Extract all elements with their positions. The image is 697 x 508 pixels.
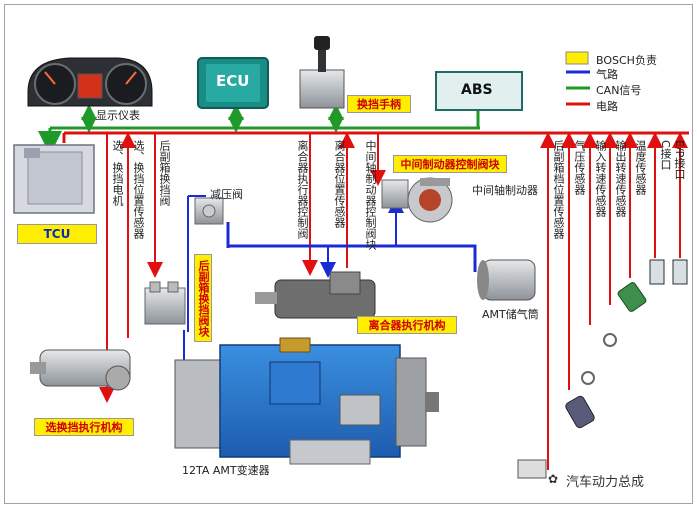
instrument-cluster: [27, 57, 153, 107]
rear-range-valve-block-label: 后副箱换挡阀块: [194, 254, 212, 342]
watermark-text: 汽车动力总成: [566, 475, 645, 490]
shift-lever-unit: [299, 36, 345, 109]
gearbox-part: [174, 337, 439, 465]
legend-bosch: BOSCH负责: [596, 54, 657, 67]
can-bus: [38, 104, 480, 155]
legend-air: 气路: [596, 68, 618, 81]
mid-brake-label: 中间轴制动器: [472, 184, 538, 197]
pressure-sensor-label: 气压传感器: [573, 140, 586, 195]
legend-swatches: [565, 51, 590, 106]
clutch-valve-label: 离合器执行器控制阀: [296, 140, 309, 239]
shift-actuator-label: 选换挡执行机构: [34, 418, 134, 436]
sensor-parts: [517, 259, 688, 479]
air-lines: [176, 195, 477, 378]
tcu-unit: [13, 144, 95, 214]
output-speed-sensor-label: 输出转速传感器: [614, 140, 627, 217]
rear-pos-sensor-label: 后副箱档位置传感器: [552, 140, 565, 239]
reducing-valve-label: 减压阀: [210, 188, 243, 201]
legend-can: CAN信号: [596, 84, 642, 97]
diagram-frame: [4, 4, 693, 504]
c-port-label: C接口: [659, 140, 672, 170]
amt-tank-part: [477, 259, 536, 301]
shift-lever-label: 换挡手柄: [347, 95, 411, 113]
reducing-valve-part: [194, 197, 224, 225]
shift-actuator-part: [30, 349, 131, 391]
wechat-icon: ✿: [548, 472, 559, 486]
ecu-unit: [197, 57, 269, 109]
electric-bus: [62, 131, 689, 470]
mid-valve-box-label: 中间制动器控制阀块: [393, 155, 507, 173]
amt-tank-label: AMT储气筒: [482, 308, 539, 321]
clutch-actuator-part: [255, 271, 376, 319]
sel-sensor-label: 选、换挡位置传感器: [132, 140, 145, 239]
rear-range-valve-label: 后副箱换挡阀: [158, 140, 171, 206]
clutch-actuator-label: 离合器执行机构: [357, 316, 457, 334]
clutch-sensor-label: 离合器位置传感器: [333, 140, 346, 228]
input-speed-sensor-label: 输入转速传感器: [594, 140, 607, 217]
abs-label: ABS: [461, 82, 493, 98]
temp-sensor-label: 温度传感器: [634, 140, 647, 195]
tcu-label: TCU: [17, 224, 97, 244]
mid-valve-v-label: 中间轴制动器控制阀块: [364, 140, 377, 250]
gearbox-label: 12TA AMT变速器: [182, 464, 270, 477]
sel-motor-label: 选、换挡电机: [111, 140, 124, 206]
ecu-label: ECU: [216, 72, 250, 90]
display-label: 显示仪表: [96, 109, 140, 122]
abs-box: [435, 71, 523, 111]
rear-range-valve-part: [144, 281, 186, 325]
mid-brake-parts: [381, 177, 453, 223]
legend-electric: 电路: [596, 100, 618, 113]
ep-port-label: E/P接口: [673, 140, 686, 180]
